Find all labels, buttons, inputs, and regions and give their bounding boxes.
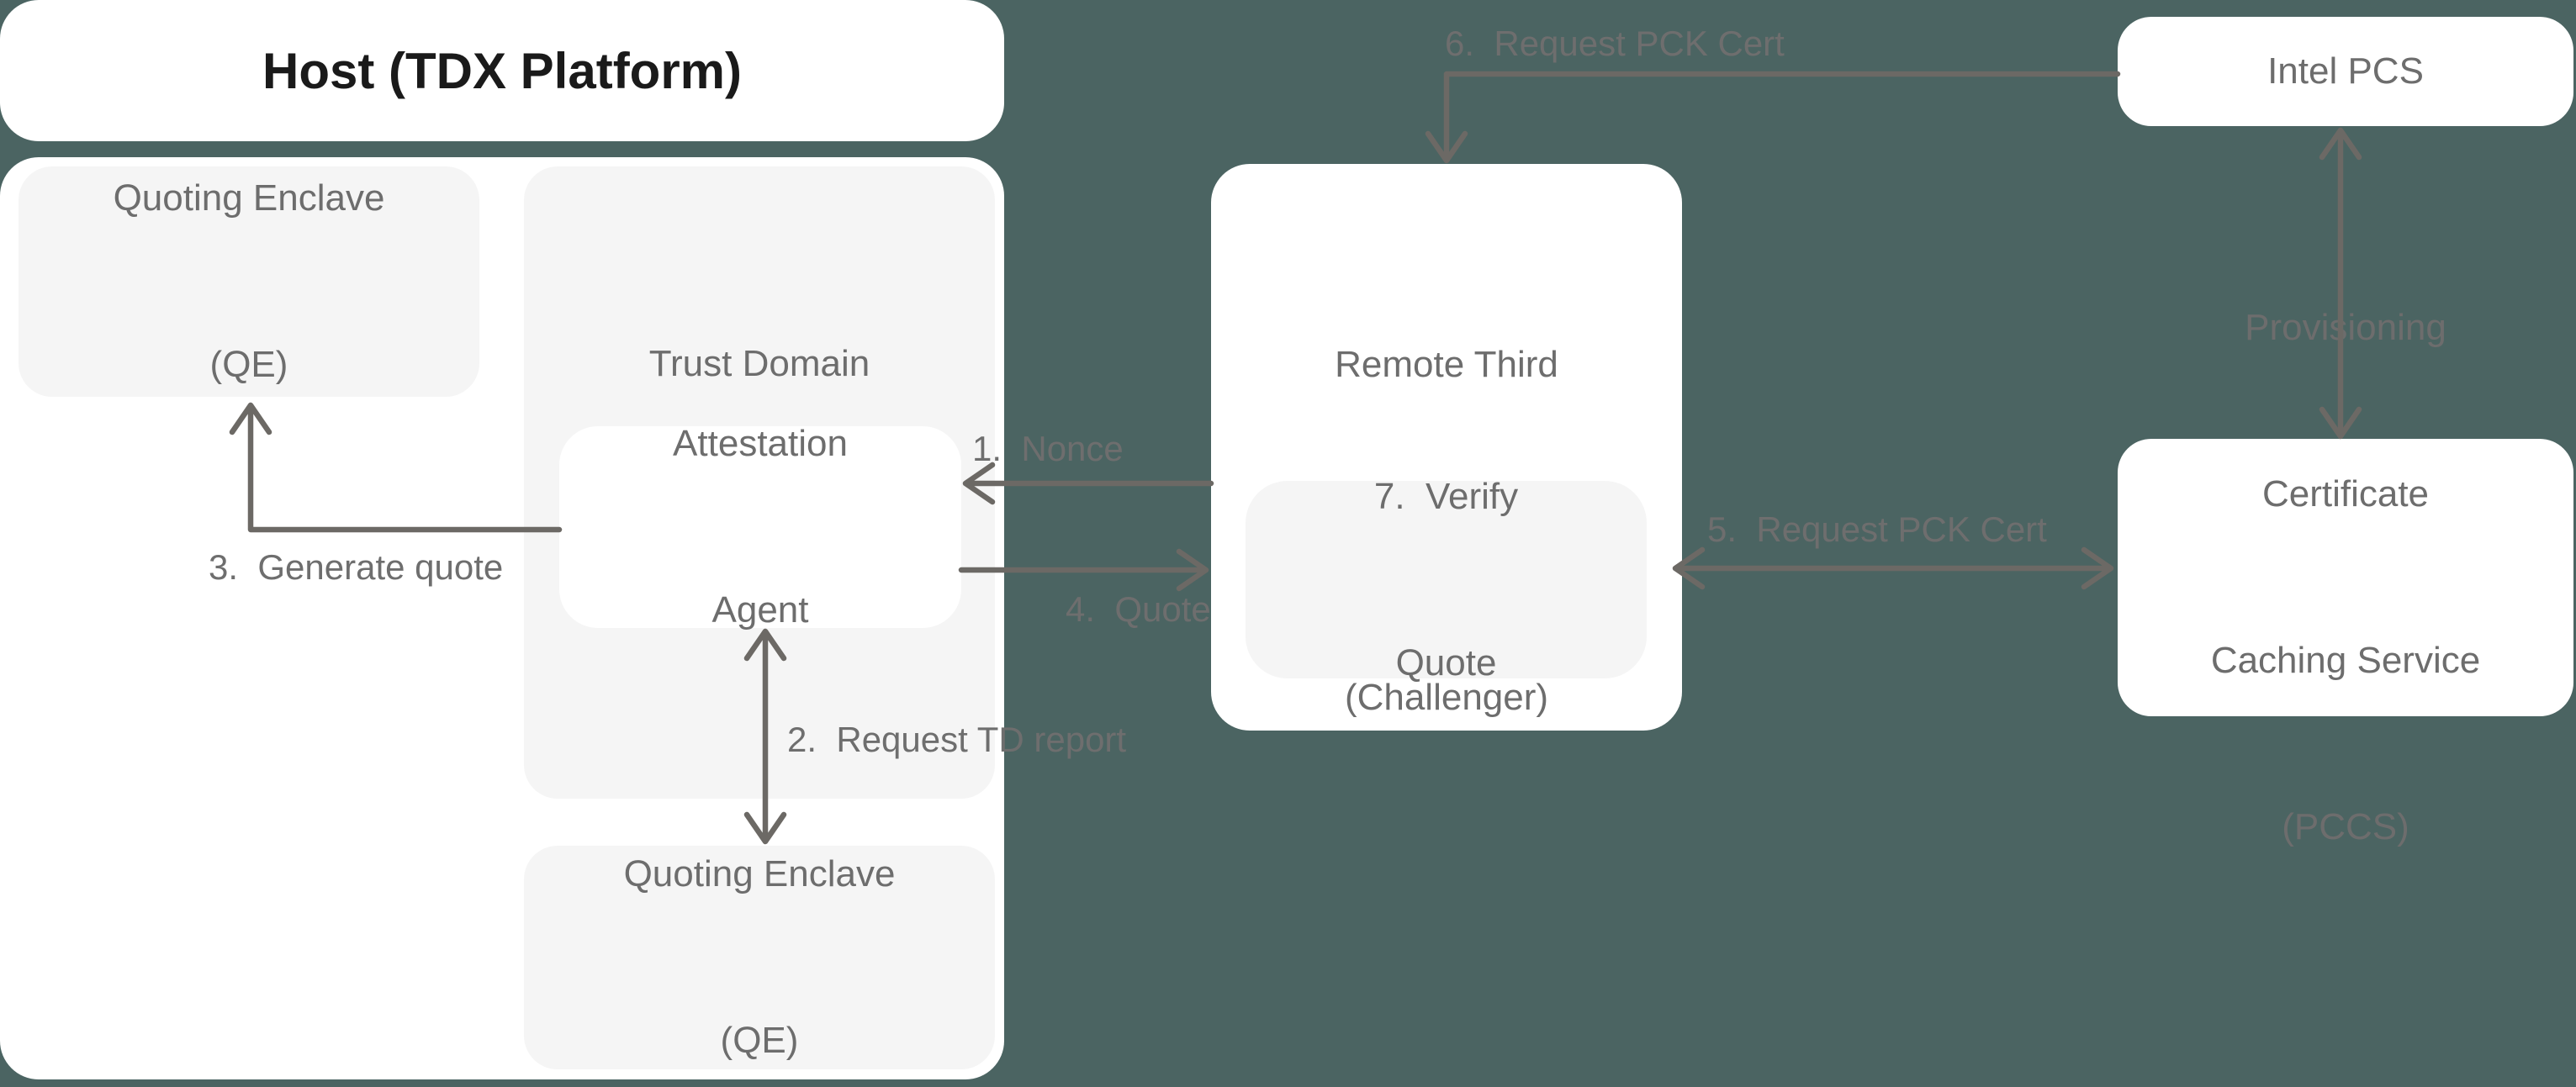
pccs-line4: (PCCS) xyxy=(2282,806,2409,847)
quoting-enclave-bottom-box: Quoting Enclave (QE) xyxy=(524,846,995,1069)
attestation-agent-line1: Attestation xyxy=(673,423,848,464)
trust-domain-line1: Trust Domain xyxy=(648,343,870,384)
label-step1-nonce: 1. Nonce xyxy=(972,429,1124,468)
label-step6-request-pck-cert: 6. Request PCK Cert xyxy=(1445,24,1785,63)
attestation-agent-line2: Agent xyxy=(711,589,809,631)
verify-quote-box: 7. Verify Quote xyxy=(1246,476,1647,683)
quoting-enclave-bottom-label: Quoting Enclave (QE) xyxy=(624,736,896,1087)
pccs-box: Provisioning Certificate Caching Service… xyxy=(2118,307,2573,847)
label-step2-request-td-report: 2. Request TD report xyxy=(787,720,1127,759)
host-title: Host (TDX Platform) xyxy=(262,42,742,99)
host-box: Host (TDX Platform) xyxy=(0,0,1004,141)
pccs-line3: Caching Service xyxy=(2210,640,2481,681)
label-step5-request-pck-cert: 5. Request PCK Cert xyxy=(1707,509,2047,549)
remote-third-party-line1: Remote Third xyxy=(1335,344,1558,385)
verify-quote-line1: 7. Verify xyxy=(1373,475,1519,517)
pccs-label: Provisioning Certificate Caching Service… xyxy=(2211,189,2480,966)
intel-pcs-box: Intel PCS xyxy=(2118,17,2573,126)
quoting-enclave-top-box: Quoting Enclave (QE) xyxy=(19,166,479,397)
intel-pcs-line1: Intel PCS xyxy=(2267,50,2424,92)
quoting-enclave-top-line2: (QE) xyxy=(209,344,288,385)
verify-quote-label: 7. Verify Quote xyxy=(1374,358,1518,802)
intel-pcs-label: Intel PCS xyxy=(2267,0,2424,210)
attestation-agent-label: Attestation Agent xyxy=(673,305,848,749)
arrow-request-pck-cert-pcs xyxy=(1425,71,2121,164)
arrow-request-pck-cert-pccs xyxy=(1672,546,2114,590)
remote-third-party-line3: (Challenger) xyxy=(1344,677,1549,718)
quoting-enclave-top-label: Quoting Enclave (QE) xyxy=(114,60,385,504)
verify-quote-line2: Quote xyxy=(1395,641,1497,683)
label-step4-quote: 4. Quote xyxy=(1066,589,1211,629)
pccs-line2: Certificate xyxy=(2261,473,2430,514)
quoting-enclave-top-line1: Quoting Enclave xyxy=(113,177,385,219)
label-step3-generate-quote: 3. Generate quote xyxy=(209,547,504,587)
quoting-enclave-bottom-line1: Quoting Enclave xyxy=(623,853,896,894)
quoting-enclave-bottom-line2: (QE) xyxy=(720,1020,799,1061)
attestation-agent-box: Attestation Agent xyxy=(559,423,961,631)
pccs-line1: Provisioning xyxy=(2245,307,2446,348)
